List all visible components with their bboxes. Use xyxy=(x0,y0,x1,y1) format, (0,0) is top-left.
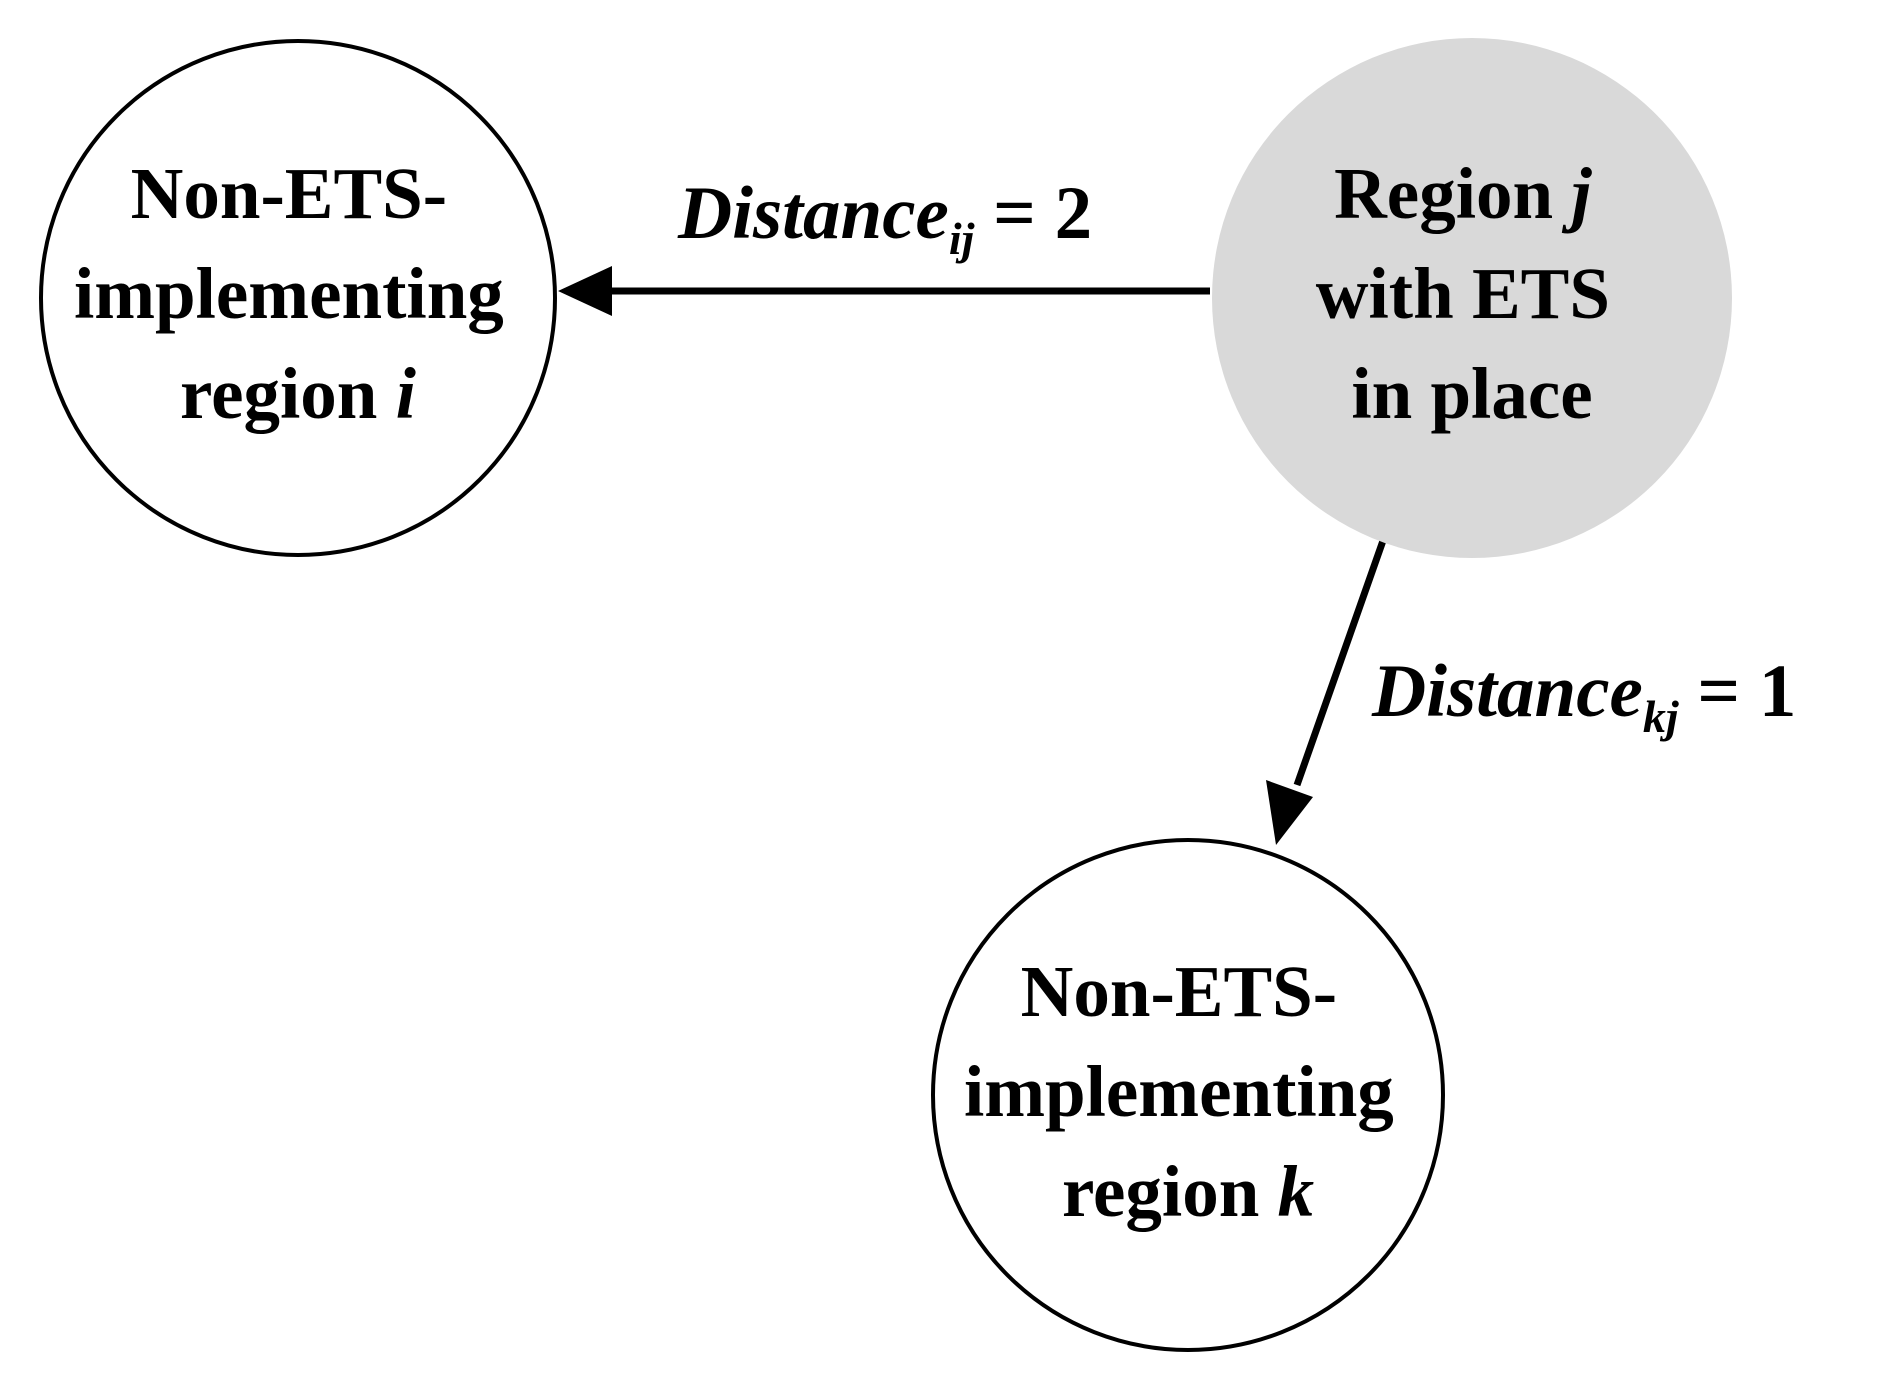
node-line1: Region j xyxy=(1334,153,1592,234)
arrowhead-k xyxy=(1266,780,1313,845)
node-label-k: Non-ETS- implementing region k xyxy=(964,951,1412,1232)
node-line1: Non-ETS- xyxy=(1021,951,1337,1032)
node-line2: implementing xyxy=(964,1051,1394,1132)
edge-label-ij: Distanceij = 2 xyxy=(677,172,1092,264)
edge-j-to-i: Distanceij = 2 xyxy=(558,172,1210,316)
node-line1: Non-ETS- xyxy=(131,153,447,234)
node-variable: i xyxy=(396,353,416,434)
node-label-i: Non-ETS- implementing region i xyxy=(74,153,522,434)
distance-subscript: ij xyxy=(949,213,975,264)
arrowhead-i xyxy=(558,266,612,316)
node-line3: region k xyxy=(1062,1151,1314,1232)
node-line3-text: region xyxy=(180,353,396,434)
node-label-j: Region j with ETS in place xyxy=(1316,153,1628,434)
node-line3: in place xyxy=(1351,353,1592,434)
node-region-k: Non-ETS- implementing region k xyxy=(931,838,1445,1352)
arrow-j-to-k xyxy=(1293,533,1389,787)
node-circle-j xyxy=(1212,38,1732,558)
node-line3: region i xyxy=(180,353,416,434)
distance-value: = 1 xyxy=(1679,650,1797,733)
node-region-i: Non-ETS- implementing region i xyxy=(39,39,557,557)
edge-label-kj: Distancekj = 1 xyxy=(1371,650,1796,742)
distance-name: Distance xyxy=(1371,650,1643,733)
edge-j-to-k: Distancekj = 1 xyxy=(1266,533,1796,845)
distance-value: = 2 xyxy=(974,172,1092,255)
distance-name: Distance xyxy=(677,172,949,255)
node-line1-text: Region xyxy=(1334,153,1571,234)
node-circle-k xyxy=(931,838,1445,1352)
node-line2: with ETS xyxy=(1316,253,1610,334)
node-circle-i xyxy=(39,39,557,557)
distance-subscript: kj xyxy=(1643,691,1679,742)
node-region-j: Region j with ETS in place xyxy=(1212,38,1732,558)
node-line3-text: region xyxy=(1062,1151,1278,1232)
node-variable: k xyxy=(1278,1151,1315,1232)
node-line2: implementing xyxy=(74,253,504,334)
